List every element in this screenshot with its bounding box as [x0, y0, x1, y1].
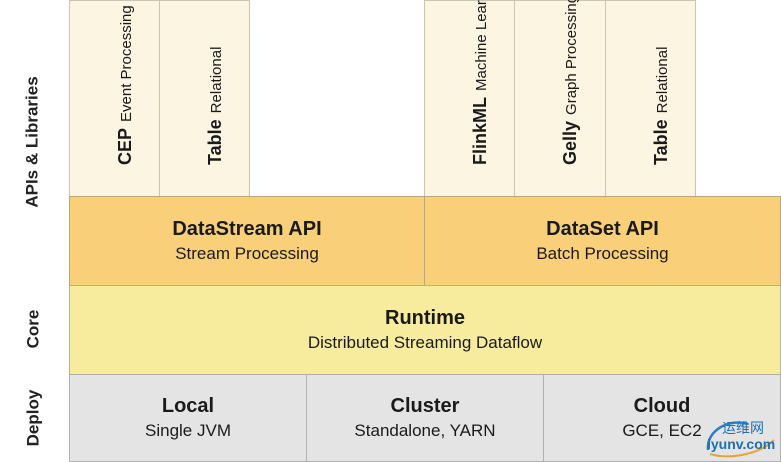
runtime-title: Runtime: [385, 307, 465, 329]
watermark-logo: 运维网 iyunv.com: [700, 410, 780, 462]
deploy-local-title: Local: [161, 395, 215, 417]
deploy-label: Deploy: [23, 389, 42, 447]
deploy-cluster-box: Cluster Standalone, YARN: [306, 374, 544, 462]
watermark-swoosh-icon: [706, 421, 775, 458]
library-table-batch: TableRelational: [605, 0, 696, 197]
deploy-cloud-box: Cloud GCE, EC2: [543, 374, 781, 462]
dataset-api-title: DataSet API: [546, 218, 659, 240]
library-flinkml: FlinkMLMachine Learning: [424, 0, 515, 197]
runtime-subtitle: Distributed Streaming Dataflow: [307, 333, 543, 352]
datastream-api-box: DataStream API Stream Processing: [69, 196, 425, 286]
runtime-box: Runtime Distributed Streaming Dataflow: [69, 285, 781, 375]
dataset-api-box: DataSet API Batch Processing: [424, 196, 781, 286]
core-label: Core: [22, 309, 42, 349]
deploy-cluster-title: Cluster: [390, 395, 460, 417]
apis-libraries-label: APIs & Libraries: [23, 76, 43, 208]
dataset-api-subtitle: Batch Processing: [536, 244, 669, 263]
datastream-api-title: DataStream API: [172, 218, 322, 240]
library-table-stream: TableRelational: [159, 0, 250, 197]
library-gelly: GellyGraph Processing: [514, 0, 606, 197]
deploy-cluster-subtitle: Standalone, YARN: [354, 421, 496, 440]
library-cep: CEPEvent Processing: [69, 0, 160, 197]
deploy-local-subtitle: Single JVM: [145, 421, 231, 440]
datastream-api-subtitle: Stream Processing: [175, 244, 319, 263]
deploy-cloud-subtitle: GCE, EC2: [622, 421, 702, 440]
deploy-local-box: Local Single JVM: [69, 374, 307, 462]
deploy-cloud-title: Cloud: [633, 395, 691, 417]
